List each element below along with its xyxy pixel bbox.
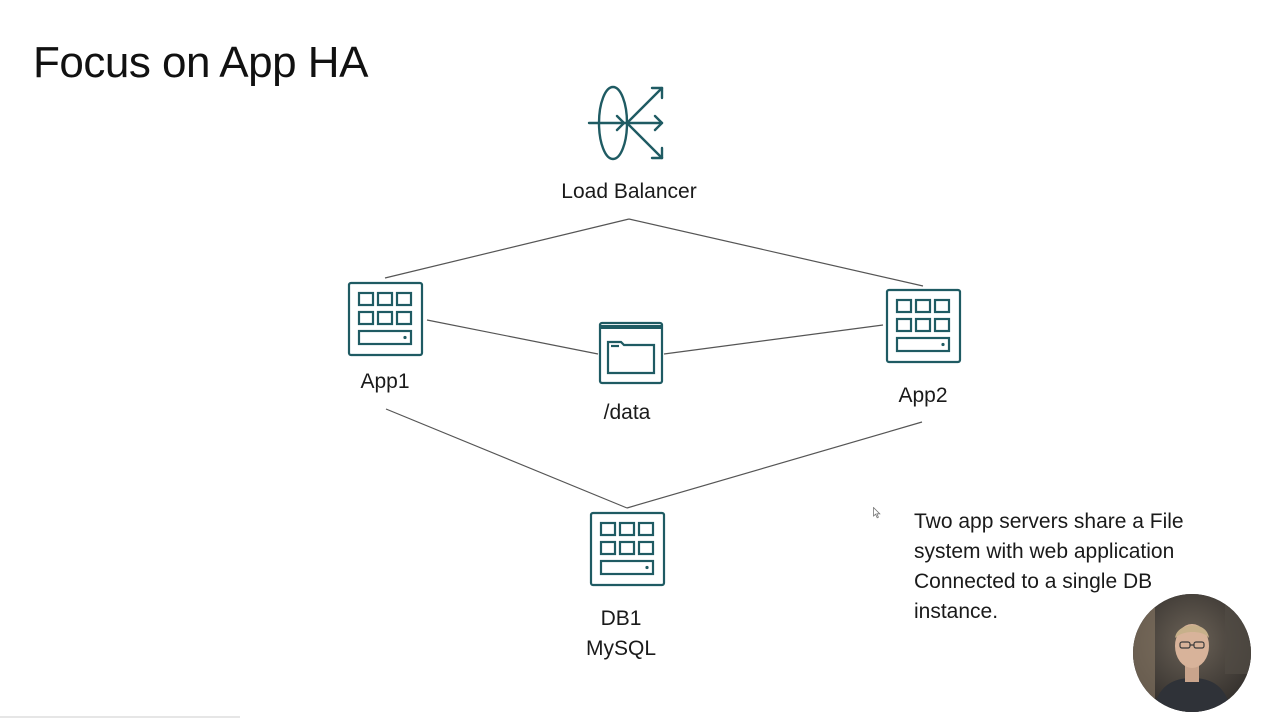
load-balancer-label: Load Balancer	[561, 180, 696, 203]
presenter-avatar-icon	[1133, 594, 1251, 712]
edge-app2-data	[663, 324, 884, 355]
data-label: /data	[604, 401, 651, 424]
app1-server-icon[interactable]	[347, 281, 424, 357]
load-balancer-icon[interactable]	[587, 85, 664, 161]
edge-app1-data	[426, 319, 599, 355]
edge-app1-db	[385, 408, 628, 509]
edge-app2-db	[626, 421, 923, 509]
db-label-line-2: MySQL	[586, 637, 656, 660]
edge-lb-app2	[628, 218, 924, 287]
app2-label: App2	[898, 384, 947, 407]
caption-line-4: instance.	[914, 600, 999, 623]
app1-label: App1	[360, 370, 409, 393]
file-system-icon[interactable]	[598, 321, 664, 385]
slide-caption: Two app servers share a File system with…	[914, 507, 1254, 627]
connections	[384, 218, 924, 509]
caption-line-1: Two app servers share a File	[914, 510, 1184, 533]
caption-line-3: Connected to a single DB	[914, 570, 1153, 593]
caption-line-2: system with web application	[914, 540, 1175, 563]
db-label-line-1: DB1	[601, 607, 642, 630]
presenter-webcam	[1133, 594, 1251, 712]
edge-lb-app1	[384, 218, 630, 279]
bottom-divider	[0, 716, 240, 718]
db-server-icon[interactable]	[589, 511, 666, 587]
mouse-cursor-icon	[873, 507, 881, 519]
slide-title: Focus on App HA	[33, 38, 368, 87]
app2-server-icon[interactable]	[885, 288, 962, 364]
